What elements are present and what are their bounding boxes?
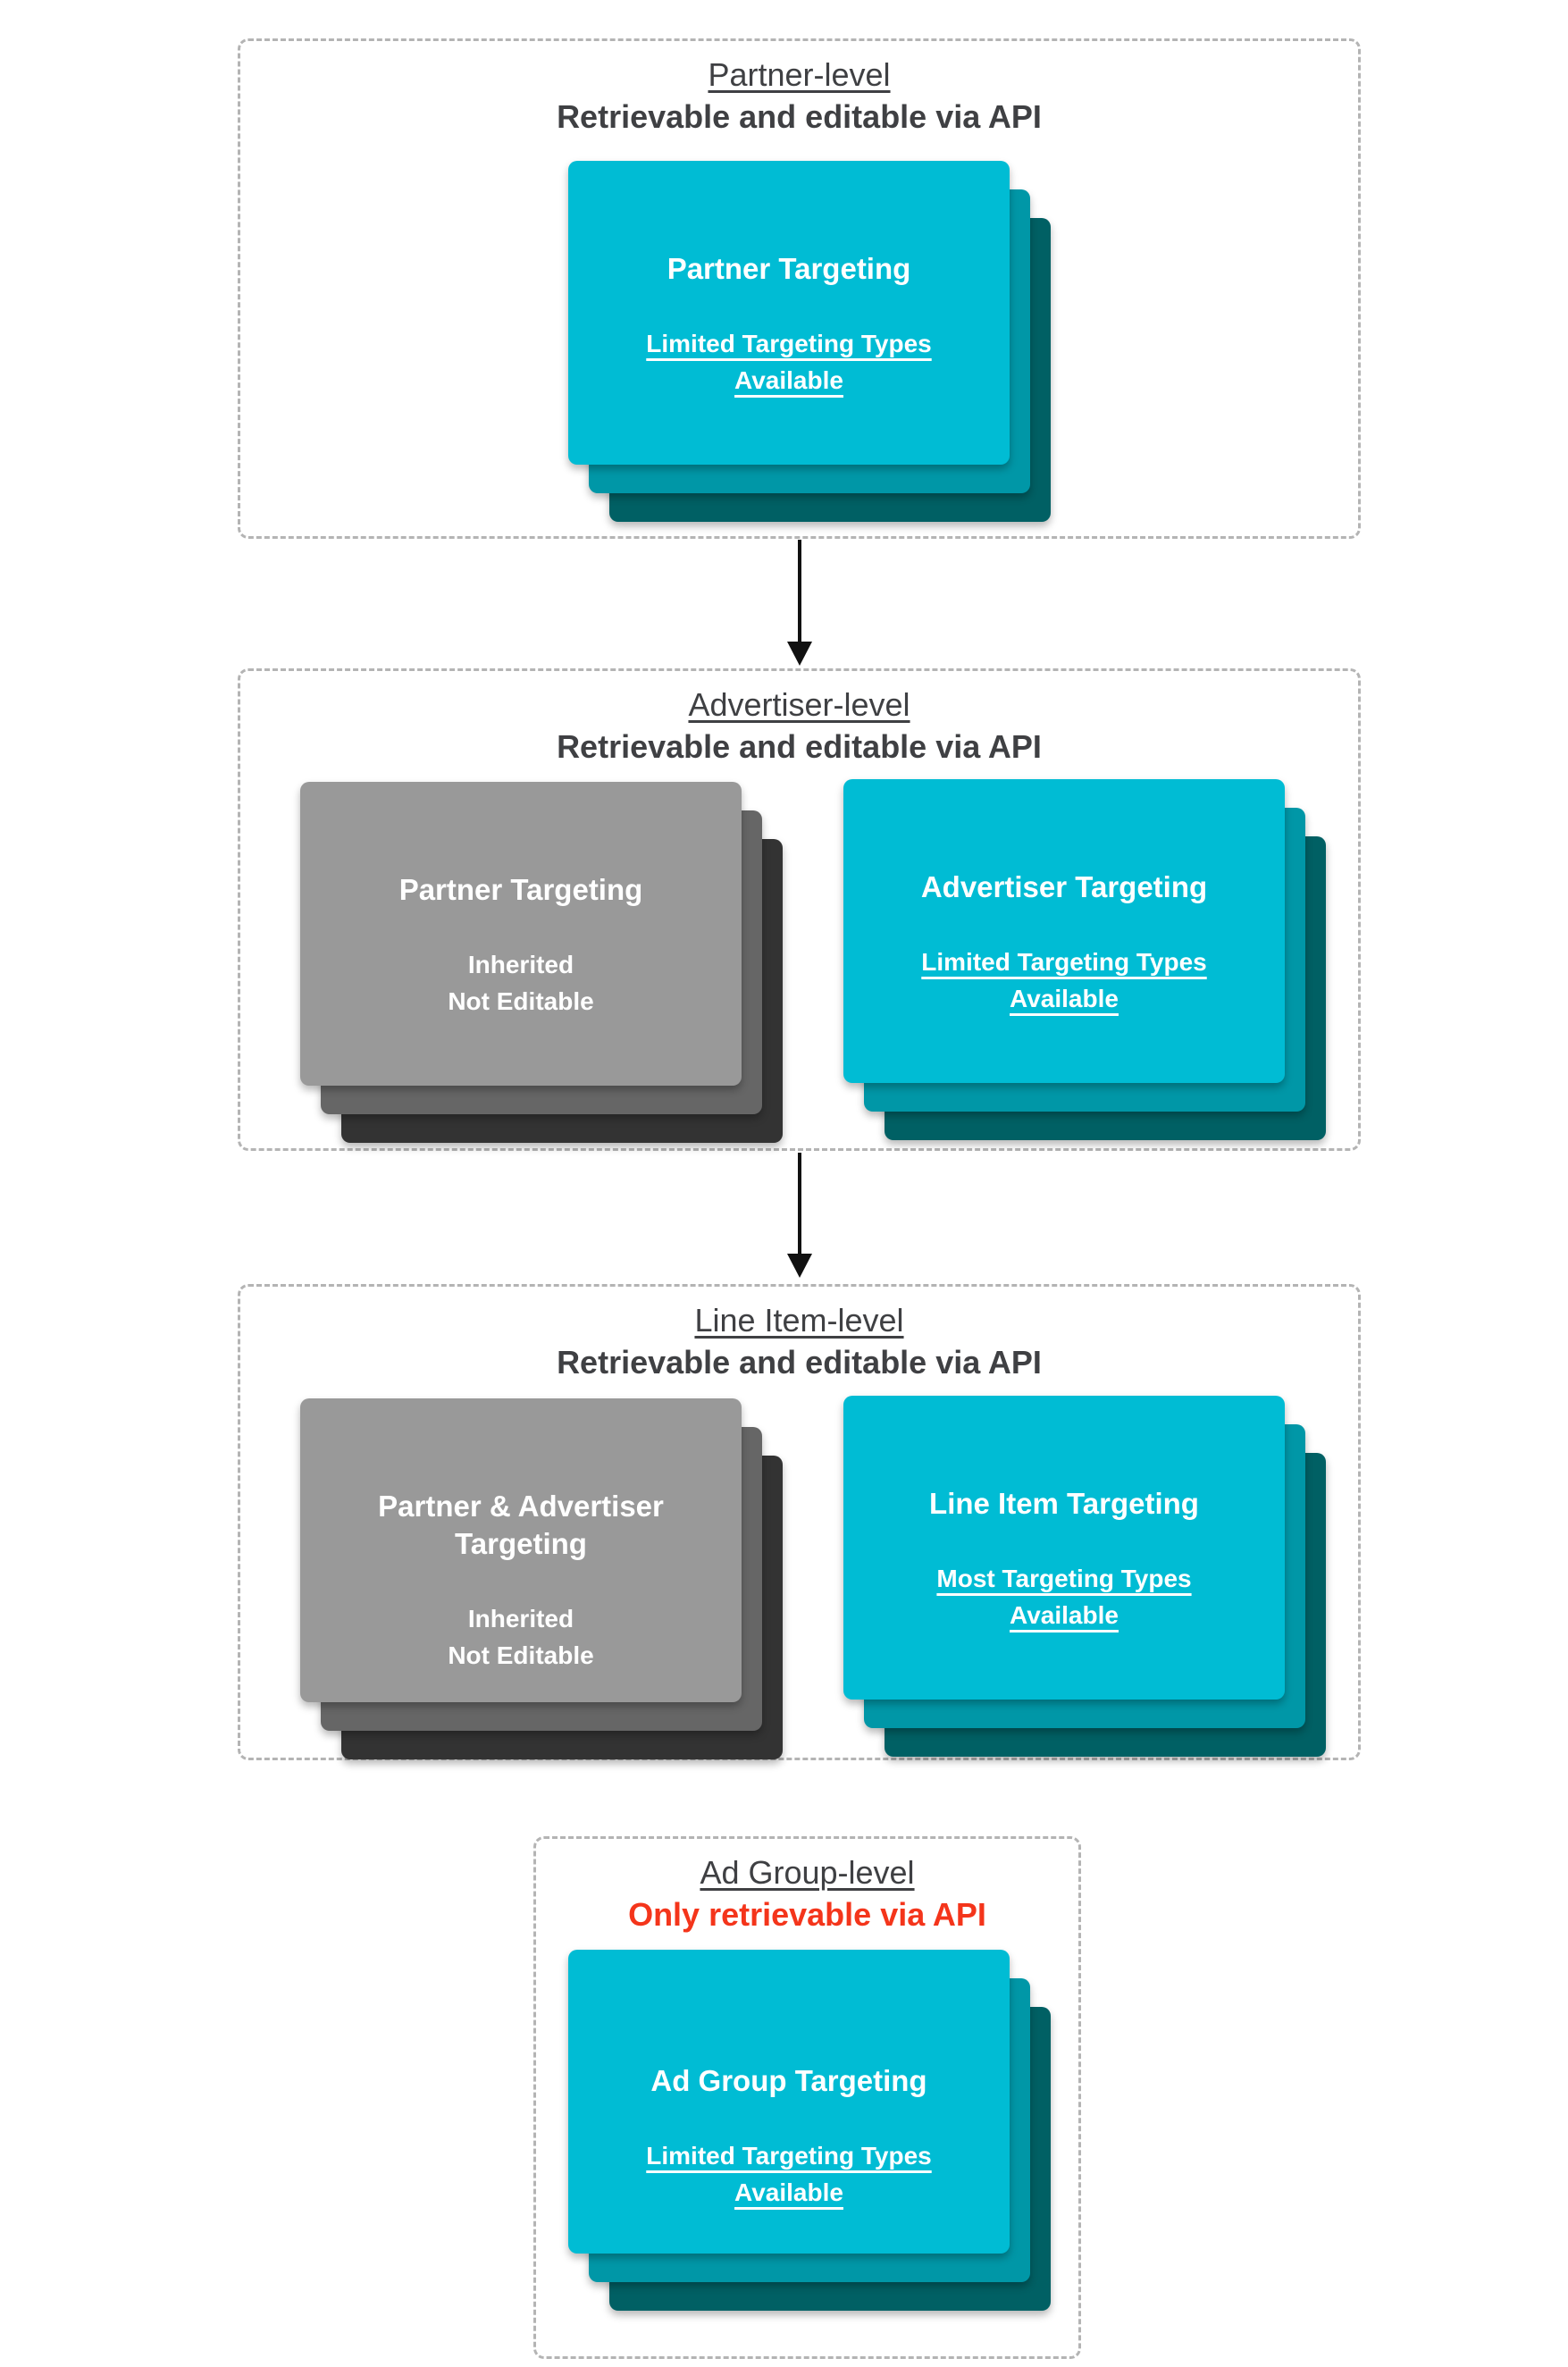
- section-subtitle: Retrievable and editable via API: [557, 728, 1042, 765]
- card-body: Inherited Not Editable: [448, 951, 594, 1015]
- card-body: Inherited Not Editable: [448, 1605, 594, 1669]
- card-body: Limited Targeting Types Available: [921, 948, 1207, 1012]
- card-partner-advertiser-targeting-inherited: Partner & Advertiser Targeting Inherited…: [300, 1398, 742, 1702]
- arrowhead-icon: [787, 1254, 812, 1278]
- flow-arrow-down: [787, 540, 812, 666]
- card-advertiser-targeting: Advertiser Targeting Limited Targeting T…: [843, 779, 1285, 1083]
- card-body: Limited Targeting Types Available: [646, 2142, 932, 2206]
- flow-arrow-down: [787, 1153, 812, 1278]
- card-stack-line-item-targeting: Line Item Targeting Most Targeting Types…: [843, 1396, 1326, 1757]
- section-line-item-level: Line Item-level Retrievable and editable…: [238, 1284, 1361, 1760]
- card-title: Partner & Advertiser Targeting: [378, 1490, 664, 1560]
- section-advertiser-level: Advertiser-level Retrievable and editabl…: [238, 668, 1361, 1151]
- section-title: Ad Group-level: [700, 1854, 915, 1891]
- section-subtitle: Retrievable and editable via API: [557, 98, 1042, 135]
- section-partner-level: Partner-level Retrievable and editable v…: [238, 38, 1361, 539]
- card-stack-inherited-partner-targeting: Partner Targeting Inherited Not Editable: [300, 782, 783, 1143]
- section-title: Line Item-level: [694, 1302, 904, 1339]
- card-stack-advertiser-targeting: Advertiser Targeting Limited Targeting T…: [843, 779, 1326, 1140]
- section-title: Advertiser-level: [688, 686, 910, 723]
- card-line-item-targeting: Line Item Targeting Most Targeting Types…: [843, 1396, 1285, 1700]
- section-ad-group-level: Ad Group-level Only retrievable via API: [533, 1836, 1081, 2359]
- card-title: Line Item Targeting: [929, 1487, 1199, 1520]
- card-stack-partner-targeting: Partner Targeting Limited Targeting Type…: [568, 161, 1051, 522]
- arrowhead-icon: [787, 642, 812, 666]
- section-subtitle: Retrievable and editable via API: [557, 1344, 1042, 1381]
- card-title: Partner Targeting: [667, 252, 911, 285]
- card-title: Advertiser Targeting: [920, 870, 1208, 903]
- card-ad-group-targeting: Ad Group Targeting Limited Targeting Typ…: [568, 1950, 1010, 2254]
- card-stack-ad-group-targeting: Ad Group Targeting Limited Targeting Typ…: [568, 1950, 1051, 2311]
- card-body: Limited Targeting Types Available: [646, 330, 932, 394]
- section-subtitle-alert: Only retrievable via API: [628, 1896, 986, 1933]
- card-body: Most Targeting Types Available: [936, 1565, 1192, 1629]
- card-partner-targeting-inherited: Partner Targeting Inherited Not Editable: [300, 782, 742, 1086]
- section-title: Partner-level: [708, 56, 891, 93]
- card-stack-inherited-partner-advertiser-targeting: Partner & Advertiser Targeting Inherited…: [300, 1398, 783, 1759]
- card-partner-targeting: Partner Targeting Limited Targeting Type…: [568, 161, 1010, 465]
- card-title: Ad Group Targeting: [650, 2064, 927, 2097]
- card-title: Partner Targeting: [398, 873, 643, 906]
